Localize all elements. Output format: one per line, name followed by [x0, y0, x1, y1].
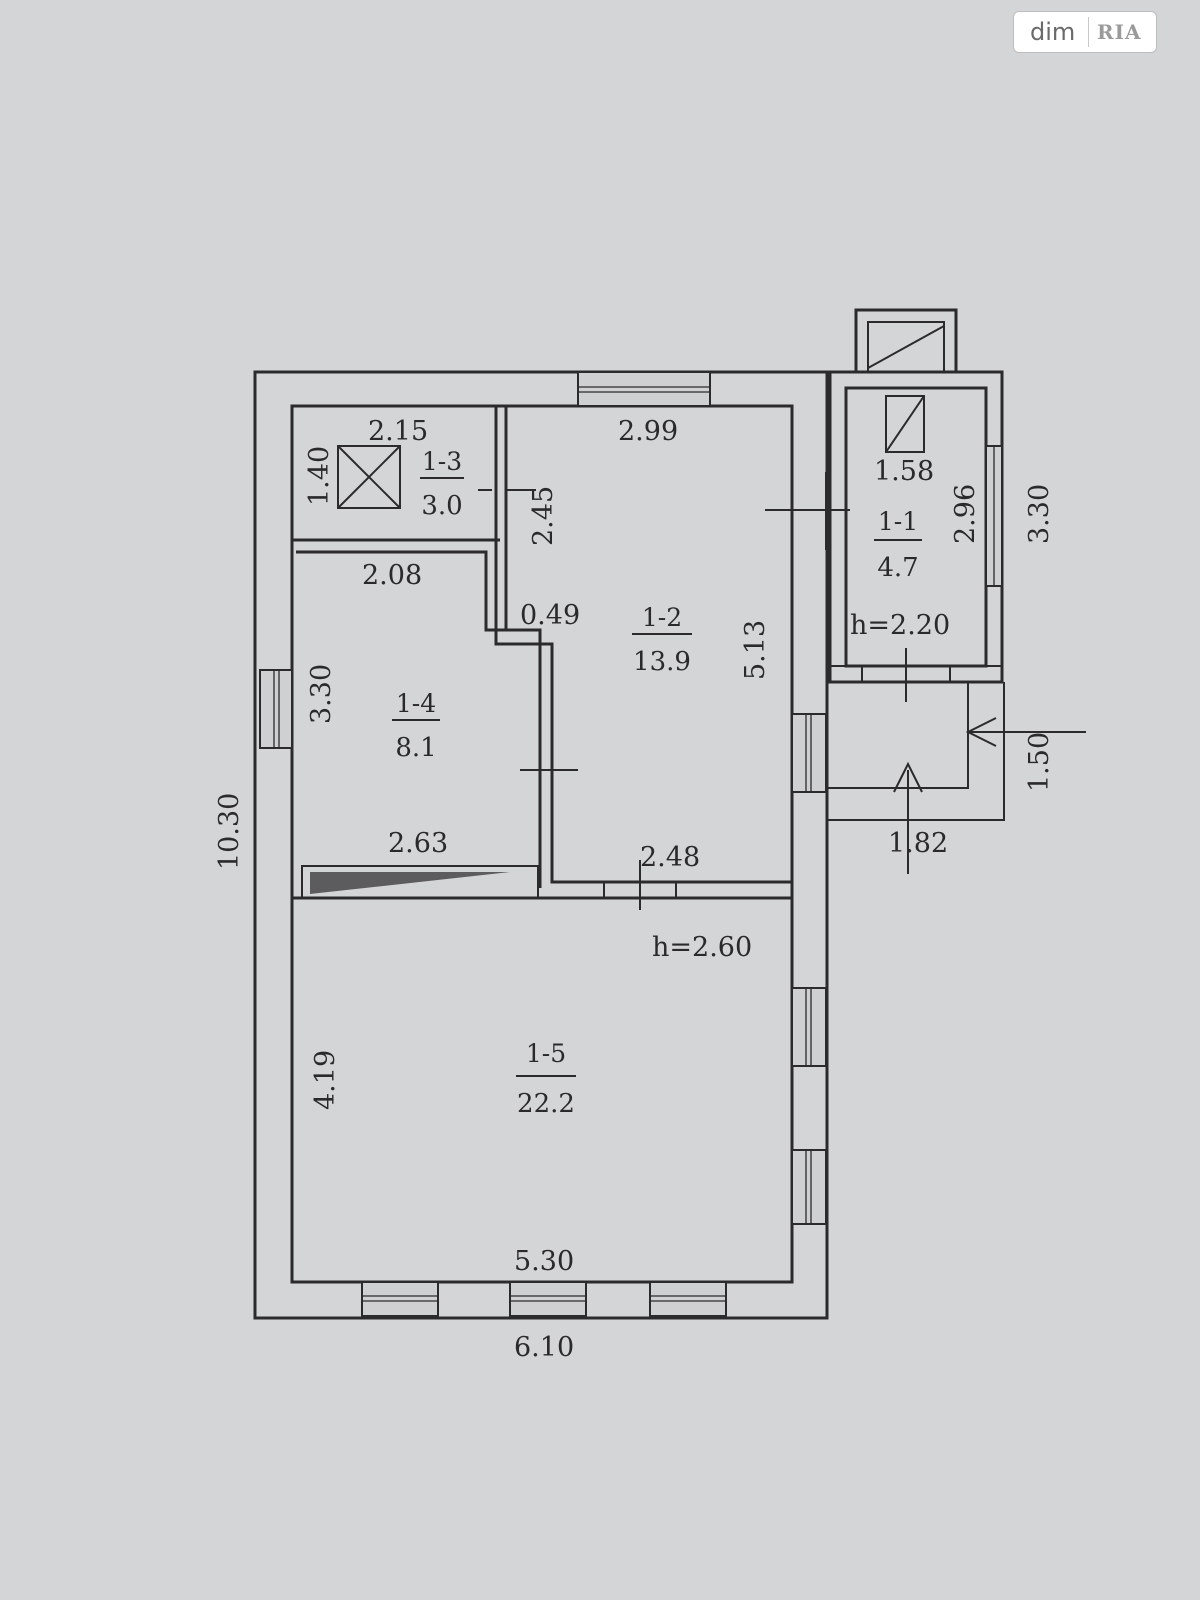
room-1-4: 1-4 8.1	[392, 689, 440, 763]
dim-2-99: 2.99	[618, 416, 678, 447]
height-annex: h=2.20	[850, 610, 950, 641]
stove-hatch	[310, 872, 510, 894]
dim-5-13: 5.13	[740, 620, 771, 680]
room-1-2-number: 1-2	[642, 603, 682, 632]
dim-1-58: 1.58	[874, 456, 934, 487]
annex-window-right	[985, 445, 1003, 587]
porch-dim-outline	[826, 682, 1005, 821]
room-1-4-area: 8.1	[395, 733, 436, 763]
window-right-2	[791, 987, 827, 1067]
window-bottom-2	[509, 1281, 587, 1317]
dim-2-45: 2.45	[528, 486, 559, 546]
dim-2-96: 2.96	[950, 484, 981, 544]
door-1-2-1-5	[603, 882, 677, 898]
room-1-3-area: 3.0	[421, 491, 462, 521]
dim-5-30: 5.30	[514, 1246, 574, 1277]
dim-1-40: 1.40	[304, 446, 335, 506]
height-main: h=2.60	[652, 932, 752, 963]
dim-0-49: 0.49	[520, 600, 580, 631]
logo-ria-text: RIA	[1097, 20, 1142, 44]
logo-dim-text: dim	[1030, 18, 1076, 46]
dim-2-15: 2.15	[368, 416, 428, 447]
dimria-logo[interactable]: dim RIA	[1013, 11, 1157, 53]
partition-1-4	[292, 538, 792, 884]
porch-outline	[826, 681, 969, 789]
annex-threshold	[830, 665, 1002, 682]
room-1-4-number: 1-4	[396, 689, 436, 718]
window-right-1	[791, 713, 827, 793]
room-1-1-area: 4.7	[877, 553, 918, 583]
dim-1-50: 1.50	[1024, 732, 1055, 792]
outer-wall	[253, 370, 829, 1320]
room-1-5-number: 1-5	[526, 1039, 566, 1068]
window-top	[577, 371, 711, 407]
room-1-5-area: 22.2	[517, 1089, 575, 1119]
room-1-3: 1-3 3.0	[420, 447, 464, 521]
annex-equipment	[885, 395, 925, 453]
partition-1-4-inner	[296, 550, 542, 888]
dim-2-63: 2.63	[388, 828, 448, 859]
room-1-3-number: 1-3	[422, 447, 462, 476]
dim-3-30-left: 3.30	[306, 664, 337, 724]
boiler-symbol	[337, 445, 401, 509]
room-1-1: 1-1 4.7	[874, 507, 922, 583]
dim-3-30-right: 3.30	[1024, 484, 1055, 544]
room-1-2: 1-2 13.9	[632, 603, 692, 677]
chimney-inner	[867, 321, 945, 373]
chimney-outer	[854, 308, 958, 374]
window-bottom-3	[649, 1281, 727, 1317]
door-1-4-1-2	[539, 740, 553, 808]
room-1-5: 1-5 22.2	[516, 1039, 576, 1119]
logo-divider	[1088, 17, 1089, 47]
dim-4-19: 4.19	[310, 1050, 341, 1110]
dim-1-82: 1.82	[888, 828, 948, 859]
room-1-1-number: 1-1	[878, 507, 918, 536]
dim-2-48: 2.48	[640, 842, 700, 873]
stove-unit	[301, 865, 539, 899]
window-left	[259, 669, 293, 749]
window-right-3	[791, 1149, 827, 1225]
dim-6-10: 6.10	[514, 1332, 574, 1363]
room-1-2-area: 13.9	[633, 647, 691, 677]
window-bottom-1	[361, 1281, 439, 1317]
dim-2-08: 2.08	[362, 560, 422, 591]
dim-10-30: 10.30	[214, 793, 245, 870]
